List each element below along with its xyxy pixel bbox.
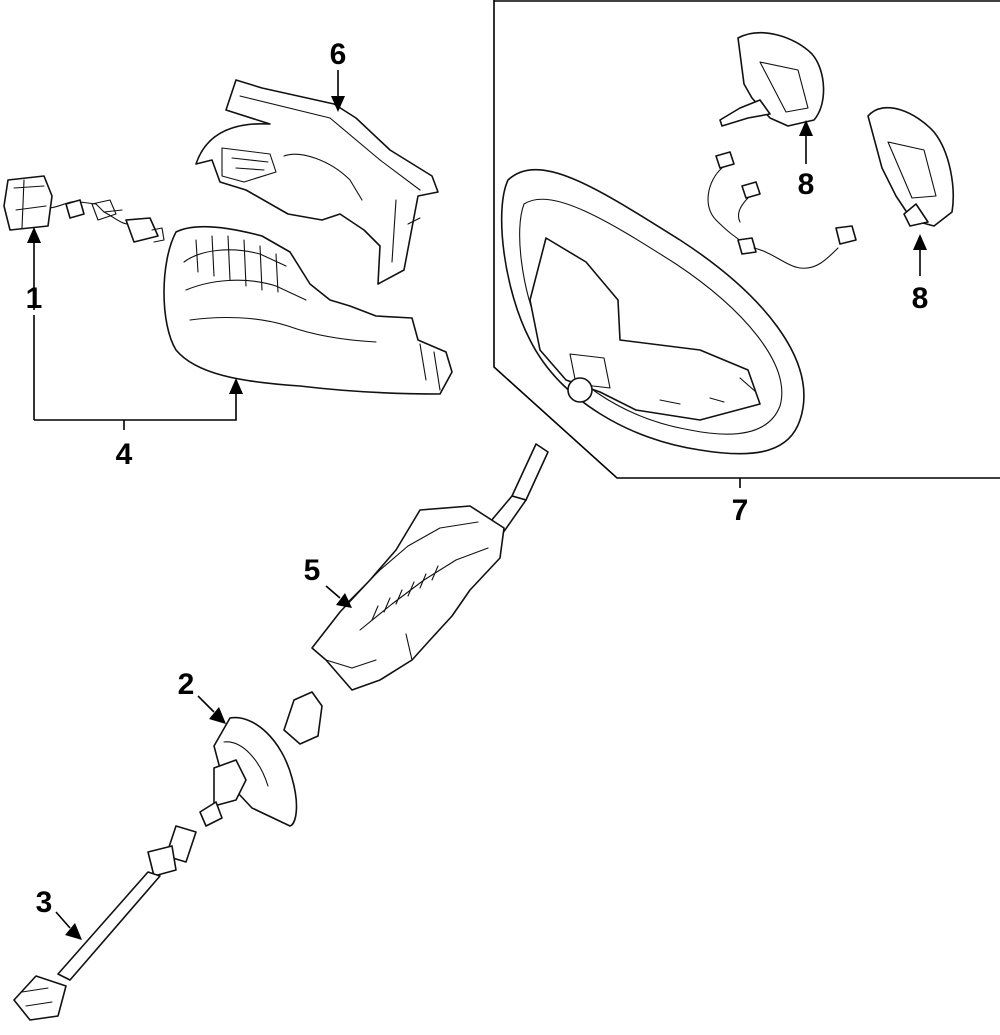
callout-2: 2 [178,668,195,701]
arrow-1 [27,227,41,243]
arrow-8b [913,234,927,250]
arrow-3 [65,923,82,940]
part-5-steering-column [311,443,549,691]
part-7-wiring-harness [707,151,857,269]
callout-7: 7 [732,494,749,527]
part-2-column-mount [199,691,323,827]
arrow-6 [331,96,345,112]
part-8-switch-right [867,106,954,227]
leader-4-bracket [34,394,237,421]
wheel-group-frame [493,0,1000,479]
part-7-steering-wheel [500,168,805,455]
callout-5: 5 [304,554,321,587]
leader-2 [197,695,215,713]
callout-3: 3 [36,886,53,919]
part-8-switch-left [719,31,825,127]
part-6-upper-shroud [195,79,439,285]
callout-1: 1 [26,282,43,315]
callout-4: 4 [116,438,133,471]
leader-3 [55,911,71,929]
arrow-2 [209,707,226,724]
part-4-lower-shroud [163,225,453,395]
callout-8-top: 8 [798,168,815,201]
arrow-8a [799,120,813,136]
arrow-5 [336,593,352,608]
part-3-lower-shaft [13,825,197,1021]
part-1-connector [3,175,165,243]
arrow-4 [229,378,243,394]
callout-8-right: 8 [912,282,929,315]
leader-5 [325,585,341,599]
callout-6: 6 [330,38,347,71]
